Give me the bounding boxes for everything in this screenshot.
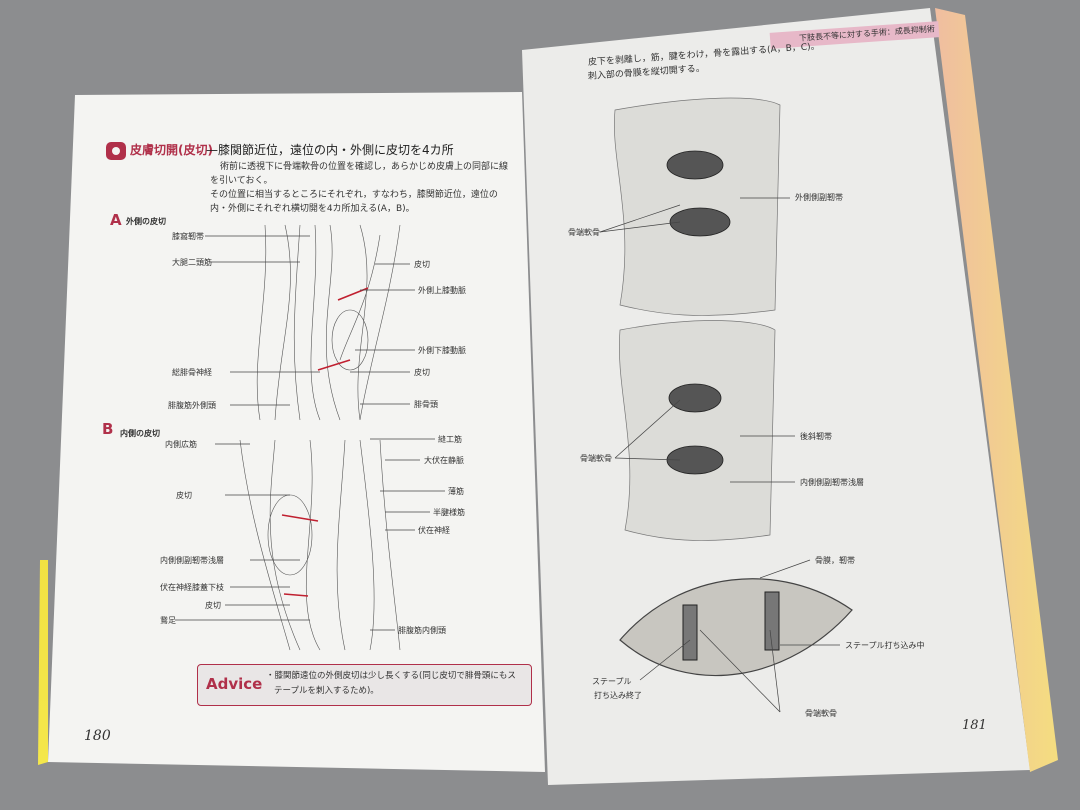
figure-label: 後斜靭帯	[800, 432, 832, 441]
figure-label: 薄筋	[448, 487, 464, 496]
figure-label: 内側側副靭帯浅層	[800, 478, 864, 487]
figure-label: 半腱様筋	[433, 508, 465, 517]
figure-label: 皮切	[414, 368, 430, 377]
figure-label: 膝窩靭帯	[172, 232, 204, 241]
advice-text: ・膝関節遠位の外側皮切は少し長くする(同じ皮切で腓骨頭にもス	[266, 671, 516, 681]
figure-label: ステープル	[592, 677, 632, 686]
figure-label: 鵞足	[160, 616, 176, 625]
figure-label: 皮切	[205, 601, 221, 610]
figure-label: 骨端軟骨	[580, 454, 612, 463]
figure-title: 外側の皮切	[126, 217, 166, 226]
figure-label: 骨端軟骨	[805, 709, 837, 718]
advice-label: Advice	[206, 675, 263, 693]
figure-label: 骨端軟骨	[568, 228, 600, 237]
figure-letter: B	[102, 420, 114, 438]
figure-label: 内側側副靭帯浅層	[160, 556, 224, 565]
figure-label: 外側下膝動脈	[418, 346, 466, 355]
figure-label: 縫工筋	[438, 435, 462, 444]
figure-label: 伏在神経	[418, 526, 450, 535]
knee-lateral-illustration	[256, 224, 401, 421]
figure-title: 内側の皮切	[120, 429, 160, 438]
figure-label: 外側上膝動脈	[418, 286, 466, 295]
figure-label: ステープル打ち込み中	[845, 641, 925, 650]
right-leader-lines	[599, 197, 840, 713]
knee-medial-exposure-illustration	[619, 320, 776, 541]
incision-marks	[281, 287, 369, 597]
figure-label: 腓骨頭	[414, 400, 438, 409]
page-number: 181	[962, 718, 987, 733]
staples	[682, 591, 780, 661]
figure-label: 腓腹筋内側頭	[398, 626, 446, 635]
advice-text: テープルを刺入するため)。	[274, 686, 379, 696]
figure-label: 骨膜，靭帯	[815, 556, 855, 565]
figure-label: 大腿二頭筋	[172, 258, 212, 267]
figure-label: 内側広筋	[165, 440, 197, 449]
section-title: 皮膚切開(皮切)	[130, 143, 213, 157]
paragraph: 術前に透視下に骨端軟骨の位置を確認し，あらかじめ皮膚上の同部に線を引いておく。	[210, 162, 509, 186]
figure-letter: A	[110, 211, 122, 229]
figure-label: 打ち込み終了	[594, 691, 642, 700]
section-subtitle: —膝関節近位，遠位の内・外側に皮切を4カ所	[206, 143, 454, 157]
page-number: 180	[84, 728, 111, 744]
figure-label: 伏在神経膝蓋下枝	[160, 583, 224, 592]
leader-lines	[175, 235, 445, 631]
section-bullet-icon	[106, 142, 126, 160]
figure-label: 皮切	[414, 260, 430, 269]
advice-box: Advice ・膝関節遠位の外側皮切は少し長くする(同じ皮切で腓骨頭にもス テー…	[197, 664, 532, 706]
knee-lateral-exposure-illustration	[614, 97, 781, 316]
figure-label: 総腓骨神経	[172, 368, 212, 377]
staple-detail-illustration	[619, 578, 853, 677]
figure-label: 外側側副靭帯	[795, 193, 843, 202]
figure-label: 大伏在静脈	[424, 456, 464, 465]
paragraph: その位置に相当するところにそれぞれ，すなわち，膝関節近位，遠位の内・外側にそれぞ…	[210, 190, 498, 214]
figure-label: 腓腹筋外側頭	[168, 401, 216, 410]
figure-label: 皮切	[176, 491, 192, 500]
knee-medial-illustration	[239, 439, 401, 651]
exposure-windows	[666, 150, 731, 475]
